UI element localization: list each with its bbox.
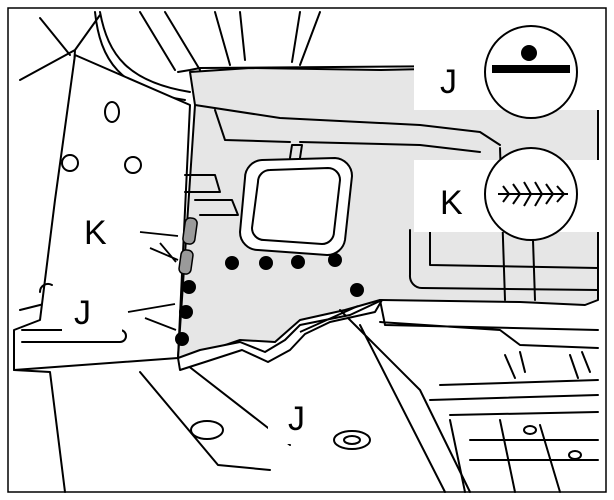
bracket-arc [38,282,53,293]
panel-left-step [194,199,239,216]
weld-spot-3 [291,255,305,269]
weld-spot-symbol-icon [484,25,578,119]
background-frame-lines [139,11,321,71]
access-hole-tab [289,144,303,159]
panel-inner-ledge [194,104,501,146]
panel-bottom-flange [379,299,599,349]
weld-spot-4 [328,253,342,267]
weld-spot-1 [225,256,239,270]
bracket-hole-2 [61,154,79,172]
callout-j-left-backing [62,286,122,338]
hose-line-lower [99,11,191,93]
panel-ledge-fold [214,109,481,153]
floor-pins [504,351,591,379]
legend-j-letter: J [440,63,457,101]
leader-j-left [127,303,177,331]
callout-k-left: K [84,214,107,252]
leader-k-left [139,231,179,263]
weld-spot-6 [182,280,196,294]
floor-hole-right-2 [568,450,582,460]
weld-spot-7 [179,305,193,319]
weld-spot-8 [175,332,189,346]
floor-beam-right [339,309,471,493]
weld-seam-1 [182,217,198,245]
callout-j-left: J [74,294,91,332]
weld-spot-5 [350,283,364,297]
weld-seam-2 [178,249,194,275]
floor-crossmember [429,379,599,416]
floor-hole-right [523,425,537,435]
bracket-hole-1 [104,101,120,123]
access-hole-inner [251,167,341,245]
leader-j-bottom [299,305,359,333]
floor-bracket [449,419,599,493]
weld-spot-2 [259,256,273,270]
floor-hole-center [333,430,371,450]
weld-seam-symbol-icon [484,147,578,241]
panel-right-recess [408,229,599,291]
panel-left-notch [184,174,221,193]
callout-j-bottom-backing [268,392,328,444]
floor-hole-left [190,420,224,440]
cut-line [177,299,383,371]
callout-j-bottom: J [288,400,305,438]
legend-k-letter: K [440,184,463,222]
floor-hole-center-inner [343,435,361,445]
callout-k-left-backing [72,206,132,258]
bracket-hole-3 [124,156,142,174]
